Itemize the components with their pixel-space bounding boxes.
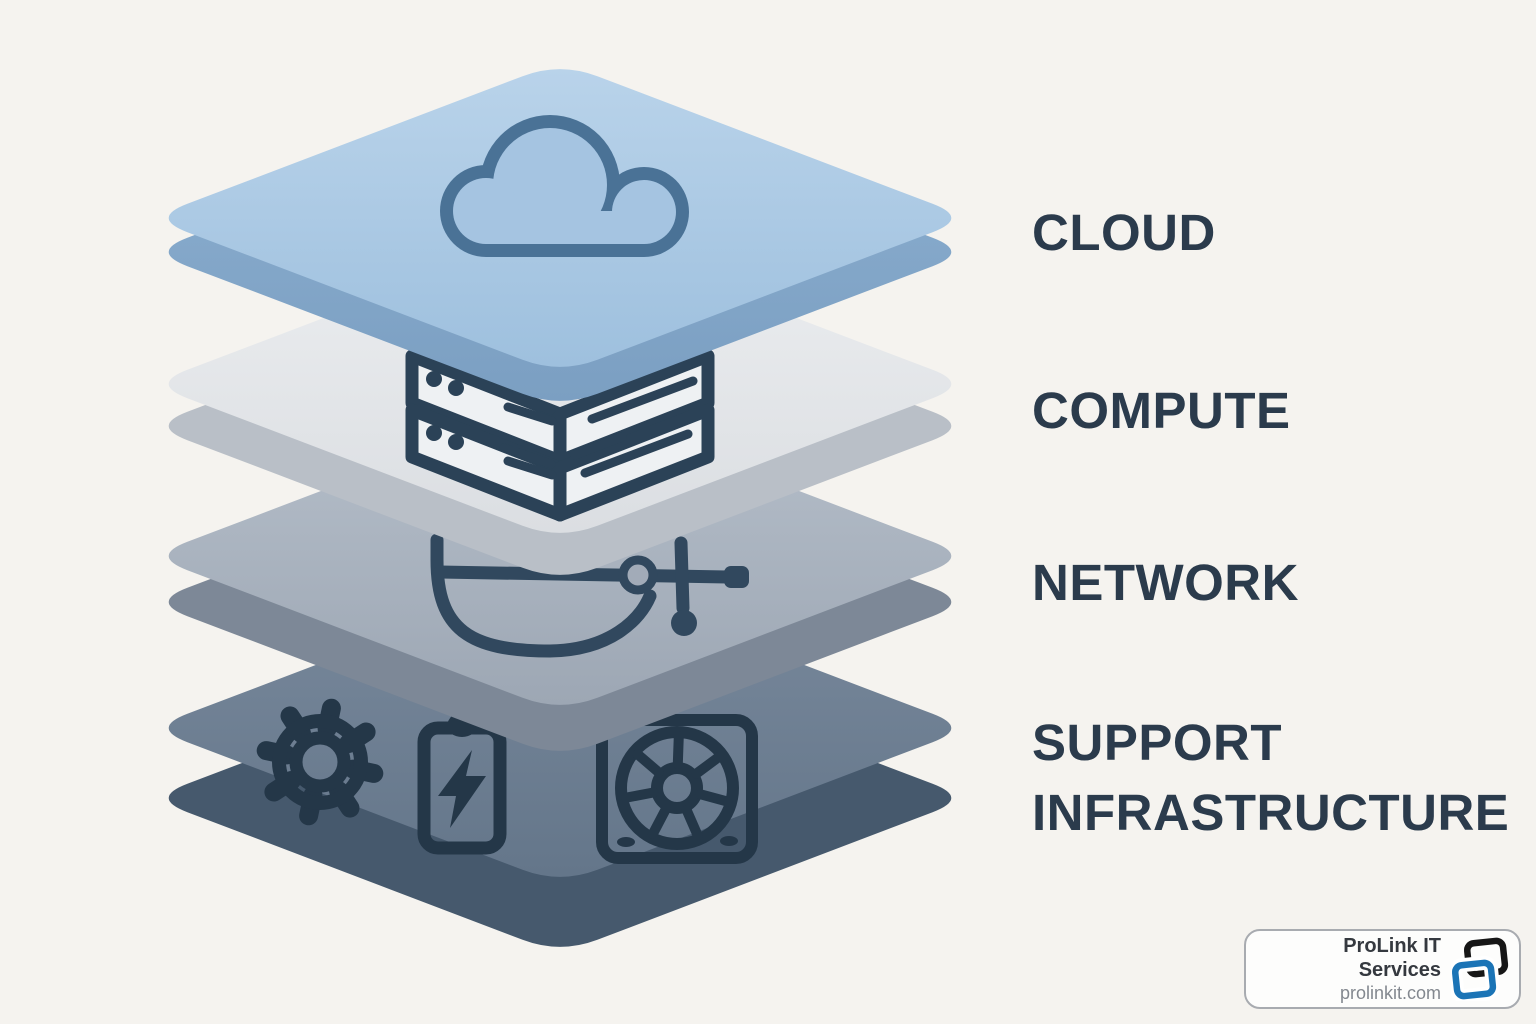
server-stack-icon	[405, 349, 715, 522]
layer-label-cloud: CLOUD	[1032, 204, 1216, 261]
gear-icon	[256, 698, 384, 826]
layer-label-support: SUPPORT INFRASTRUCTURE	[1032, 714, 1510, 841]
support-icons	[256, 698, 758, 864]
website-url: prolinkit.com	[1339, 983, 1441, 1003]
network-link-icon	[430, 533, 749, 658]
cooling-fan-icon	[596, 714, 758, 864]
branding-text: ProLink IT Services prolinkit.com	[1260, 934, 1451, 1004]
prolink-logo	[1451, 937, 1509, 1001]
layer-label-network: NETWORK	[1032, 554, 1299, 611]
branding-badge: ProLink IT Services prolinkit.com	[1244, 929, 1521, 1009]
layer-label-compute: COMPUTE	[1032, 382, 1291, 439]
company-name: ProLink IT Services	[1343, 935, 1441, 981]
cloud-icon	[440, 115, 689, 257]
